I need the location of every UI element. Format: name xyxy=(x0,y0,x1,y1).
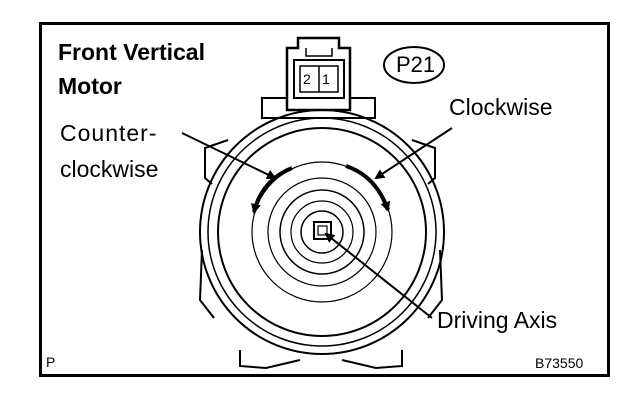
corner-letter: P xyxy=(46,354,56,370)
driving-axis-leader-line xyxy=(324,232,433,319)
driving-axis-label: Driving Axis xyxy=(437,307,558,333)
connector-code-ellipse xyxy=(383,46,445,84)
counterclockwise-label-line-1: Counter- xyxy=(60,120,158,146)
clockwise-rotation-arrow xyxy=(345,164,391,212)
motor-rings xyxy=(199,109,445,355)
connector-pin-1: 1 xyxy=(322,71,330,87)
counterclockwise-rotation-arrow xyxy=(251,166,293,214)
clockwise-leader-line xyxy=(374,127,453,180)
counterclockwise-leader-line xyxy=(181,132,277,180)
title-line-1: Front Vertical xyxy=(58,39,205,65)
figure-code: B73550 xyxy=(535,355,584,371)
clockwise-label: Clockwise xyxy=(449,94,553,120)
diagram-title: Front Vertical Motor xyxy=(58,35,205,103)
connector xyxy=(285,36,352,112)
connector-code-label: P21 xyxy=(396,52,436,77)
title-line-2: Motor xyxy=(58,73,122,99)
counterclockwise-label-line-2: clockwise xyxy=(60,156,159,182)
connector-pin-2: 2 xyxy=(303,71,311,87)
